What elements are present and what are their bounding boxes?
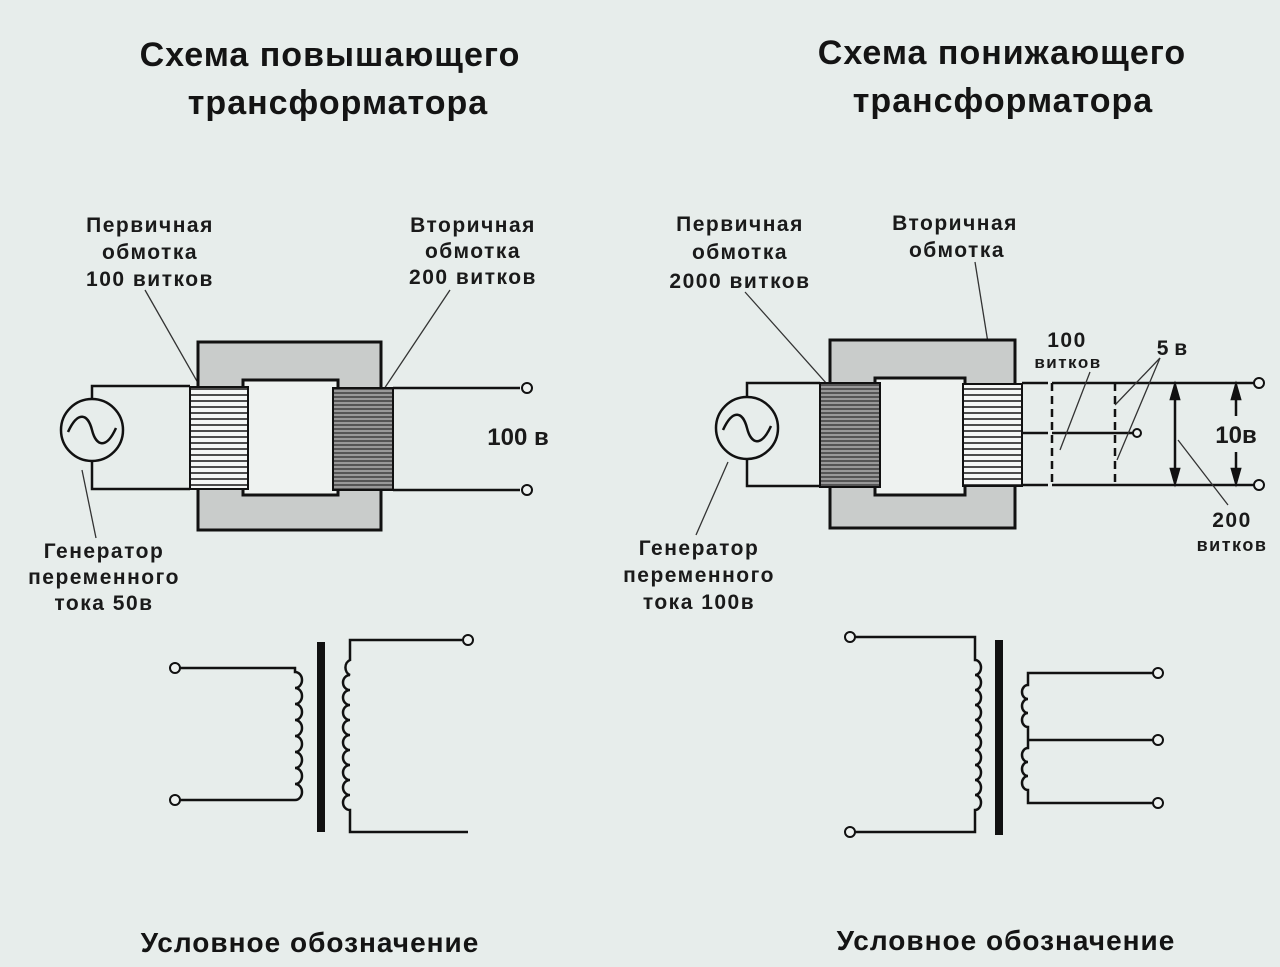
- generator-label-line1: Генератор: [639, 537, 760, 560]
- tap-turns-word: витков: [1034, 353, 1101, 372]
- step-up-title-line1: Схема повышающего: [140, 36, 521, 74]
- tap-turns-leader: [1059, 371, 1091, 451]
- primary-label-line3: 2000 витков: [669, 270, 810, 293]
- generator-label-line3: тока 100в: [643, 591, 755, 614]
- step-down-title-line2: трансформатора: [853, 82, 1154, 120]
- ac-generator-icon: [59, 397, 125, 463]
- primary-label-line1: Первичная: [676, 213, 804, 236]
- step-up-schematic-symbol: [169, 634, 474, 834]
- primary-label-line3: 100 витков: [86, 268, 214, 291]
- tap-voltage-leader: [1114, 357, 1161, 406]
- output-voltage: 10в: [1215, 422, 1256, 449]
- total-turns-word: витков: [1197, 535, 1268, 555]
- ac-generator-icon: [714, 395, 780, 461]
- step-down-title-line1: Схема понижающего: [818, 34, 1186, 72]
- tap-terminal: [1132, 428, 1142, 438]
- primary-label-line1: Первичная: [86, 214, 214, 237]
- step-down-schematic-symbol: [844, 631, 1164, 838]
- output-terminal: [521, 484, 533, 496]
- primary-label-line2: обмотка: [692, 241, 788, 264]
- step-down-section: Схема понижающего трансформатора Первичн…: [623, 34, 1268, 956]
- primary-leader: [144, 289, 203, 391]
- output-terminal: [1253, 479, 1265, 491]
- output-wires: [1022, 381, 1255, 487]
- generator-label-line2: переменного: [28, 566, 180, 589]
- secondary-label-line1: Вторичная: [892, 212, 1018, 235]
- secondary-label-line2: обмотка: [425, 240, 521, 263]
- total-turns-leader: [1177, 439, 1229, 506]
- secondary-coil: [962, 383, 1023, 487]
- generator-leader: [695, 461, 729, 536]
- output-terminal: [1253, 377, 1265, 389]
- secondary-label-line2: обмотка: [909, 239, 1005, 262]
- primary-wires: [90, 384, 190, 491]
- voltage-arrows: [1050, 380, 1242, 488]
- generator-label-line2: переменного: [623, 564, 775, 587]
- generator-label-line1: Генератор: [44, 540, 165, 563]
- tap-voltage: 5 в: [1157, 337, 1188, 360]
- primary-leader: [744, 291, 836, 394]
- step-up-title-line2: трансформатора: [188, 84, 489, 122]
- primary-coil: [189, 386, 249, 490]
- primary-wires: [745, 381, 820, 488]
- secondary-label-line3: 200 витков: [409, 266, 537, 289]
- output-wires: [393, 386, 520, 492]
- primary-label-line2: обмотка: [102, 241, 198, 264]
- step-up-symbol-caption: Условное обозначение: [141, 927, 480, 958]
- secondary-label-line1: Вторичная: [410, 214, 536, 237]
- secondary-coil: [332, 387, 394, 491]
- step-down-symbol-caption: Условное обозначение: [837, 925, 1176, 956]
- output-terminal: [521, 382, 533, 394]
- secondary-leader: [377, 289, 451, 399]
- generator-label-line3: тока 50в: [54, 592, 153, 615]
- generator-leader: [81, 469, 97, 539]
- output-voltage: 100 в: [487, 424, 548, 451]
- total-turns-number: 200: [1212, 509, 1252, 532]
- primary-coil: [819, 382, 881, 488]
- step-up-section: Схема повышающего трансформатора Первичн…: [28, 36, 549, 958]
- tap-turns-number: 100: [1047, 329, 1087, 352]
- tap-voltage-leader: [1116, 357, 1161, 461]
